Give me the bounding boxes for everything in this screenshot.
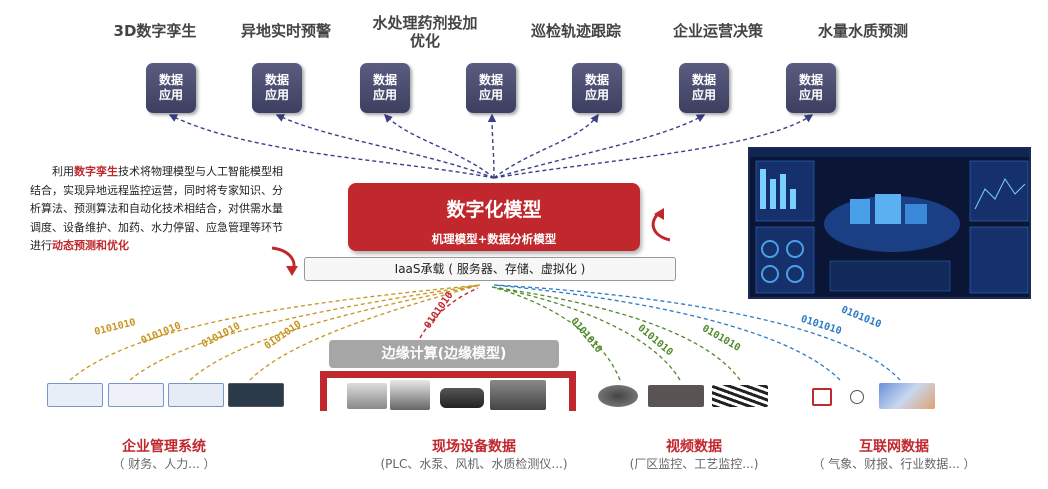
category-video-sub: (厂区监控、工艺监控...)	[629, 457, 759, 471]
material-disc-image	[598, 385, 638, 407]
scada-screenshot	[228, 383, 284, 407]
app-title-remote-warning: 异地实时预警	[240, 22, 331, 40]
highlight-dynamic-prediction: 动态预测和优化	[52, 239, 129, 252]
data-app-box: 数据应用	[146, 63, 196, 113]
erp-screenshot	[168, 383, 224, 407]
data-app-box: 数据应用	[572, 63, 622, 113]
data-app-box: 数据应用	[360, 63, 410, 113]
app-title-inspection-tracking: 巡检轨迹跟踪	[530, 22, 621, 40]
digital-model-box: 数字化模型 机理模型+数据分析模型	[348, 183, 640, 251]
cnc-machine-image	[347, 383, 387, 409]
app-title-water-forecast: 水量水质预测	[817, 22, 908, 40]
data-app-box: 数据应用	[679, 63, 729, 113]
model-subtitle: 机理模型+数据分析模型	[431, 232, 557, 246]
agv-image	[440, 388, 484, 408]
highlight-digital-twin: 数字孪生	[74, 165, 118, 178]
description-text: 利用数字孪生技术将物理模型与人工智能模型相结合，实现异地远程监控运营，同时将专家…	[30, 165, 283, 252]
cables-image	[712, 385, 768, 407]
category-equipment-sub: (PLC、水泵、风机、水质检测仪...)	[380, 457, 568, 471]
category-enterprise-title: 企业管理系统	[122, 439, 206, 455]
category-equipment-title: 现场设备数据	[432, 439, 516, 455]
texture-image	[648, 385, 704, 407]
app-title-digital-twin: 3D数字孪生	[113, 22, 197, 40]
robot-arm-image	[390, 380, 430, 410]
iaas-bar: IaaS承载 ( 服务器、存储、虚拟化 )	[304, 257, 676, 281]
category-enterprise-sub: （ 财务、人力... ）	[112, 457, 216, 471]
data-app-box: 数据应用	[466, 63, 516, 113]
data-app-box: 数据应用	[252, 63, 302, 113]
category-internet-title: 互联网数据	[859, 439, 929, 455]
category-internet-sub: （ 气象、财报、行业数据... ）	[812, 457, 976, 471]
tanks-image	[490, 380, 546, 410]
thermometer-icon	[812, 388, 832, 406]
dashboard-screenshot	[748, 147, 1031, 299]
weather-map-image	[879, 383, 935, 409]
erp-screenshot	[108, 383, 164, 407]
data-app-box: 数据应用	[786, 63, 836, 113]
gauge-icon	[850, 390, 864, 404]
edge-computing-bar: 边缘计算(边缘模型)	[329, 340, 559, 368]
erp-screenshot	[47, 383, 103, 407]
equipment-bracket	[320, 371, 576, 411]
app-title-dosing-optimization: 水处理药剂投加优化	[372, 14, 478, 50]
category-video-title: 视频数据	[666, 439, 722, 455]
app-title-operation-decision: 企业运营决策	[672, 22, 763, 40]
model-title: 数字化模型	[446, 199, 542, 221]
